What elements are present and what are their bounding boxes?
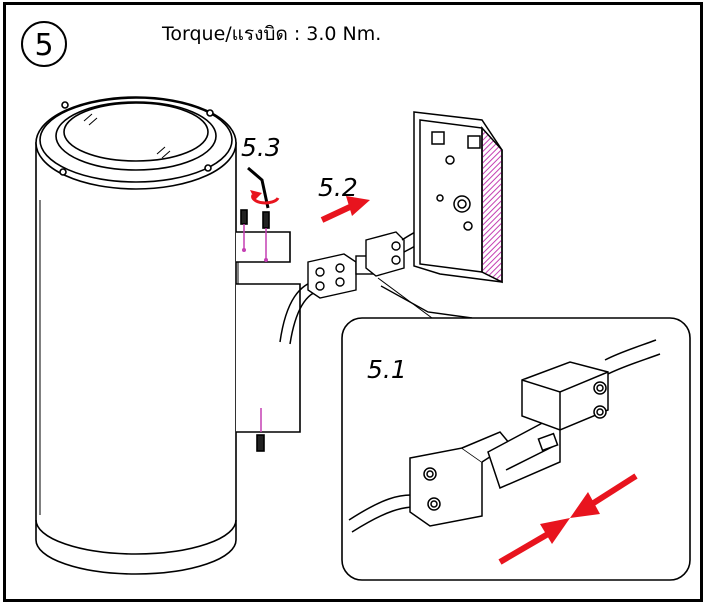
step-number: 5 (34, 28, 53, 63)
step-label-5-2: 5.2 (318, 173, 358, 202)
connector-small (307, 231, 433, 319)
push-arrow-icon (320, 196, 370, 223)
allen-key (247, 166, 270, 209)
cylinder-luminaire (35, 96, 237, 575)
mounting-box (236, 209, 301, 452)
step-label-5-1: 5.1 (367, 355, 407, 384)
squeeze-arrows-icon (498, 473, 638, 565)
torque-text: Torque/แรงบิด : 3.0 Nm. (161, 23, 381, 45)
connector-detail (348, 339, 661, 533)
detail-callout (341, 285, 691, 581)
step-label-5-3: 5.3 (241, 133, 281, 162)
step-number-badge: 5 (21, 21, 67, 67)
wall-plate (413, 111, 503, 284)
rotate-arrow-icon (250, 190, 280, 205)
